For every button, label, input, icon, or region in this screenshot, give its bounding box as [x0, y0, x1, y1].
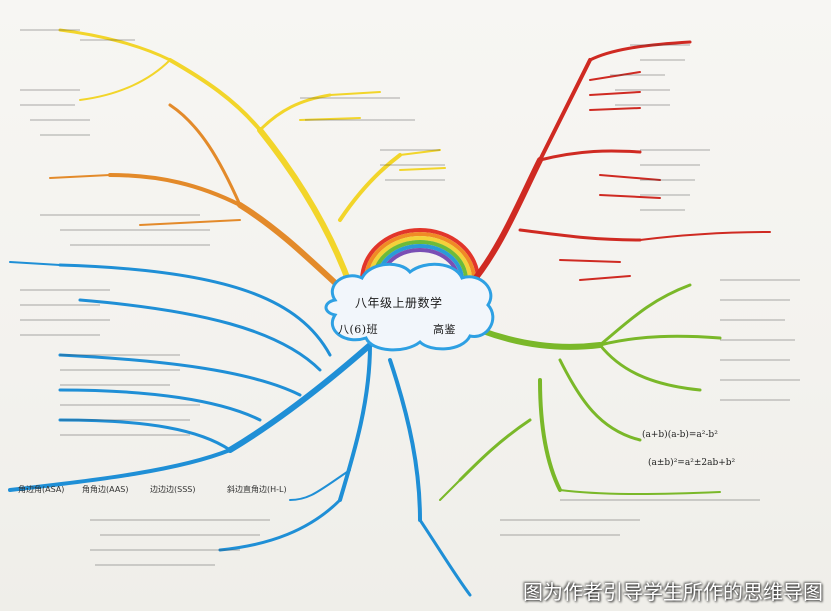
formula-difference-of-squares: (a+b)(a-b)=a²-b²	[642, 430, 718, 440]
red-branch	[467, 40, 771, 288]
green-branch	[439, 283, 722, 501]
orange-branch	[49, 103, 348, 295]
center-title: 八年级上册数学	[355, 296, 443, 310]
rainbow	[360, 228, 480, 281]
blue-branch	[8, 261, 472, 597]
photo-caption: 图为作者引导学生所作的思维导图	[523, 580, 823, 604]
formula-perfect-square: (a±b)²=a²±2ab+b²	[648, 458, 736, 468]
center-cloud	[324, 262, 495, 352]
label-hl: 斜边直角边(H-L)	[227, 485, 287, 494]
yellow-branch	[58, 28, 446, 288]
label-aas: 角角边(AAS)	[82, 485, 129, 494]
label-asa: 角边角(ASA)	[18, 485, 65, 494]
center-class-label: 八(6)班	[338, 323, 379, 336]
handwriting-texture	[20, 29, 800, 566]
label-sss: 边边边(SSS)	[150, 485, 196, 494]
center-student-name: 高鉴	[433, 323, 456, 336]
